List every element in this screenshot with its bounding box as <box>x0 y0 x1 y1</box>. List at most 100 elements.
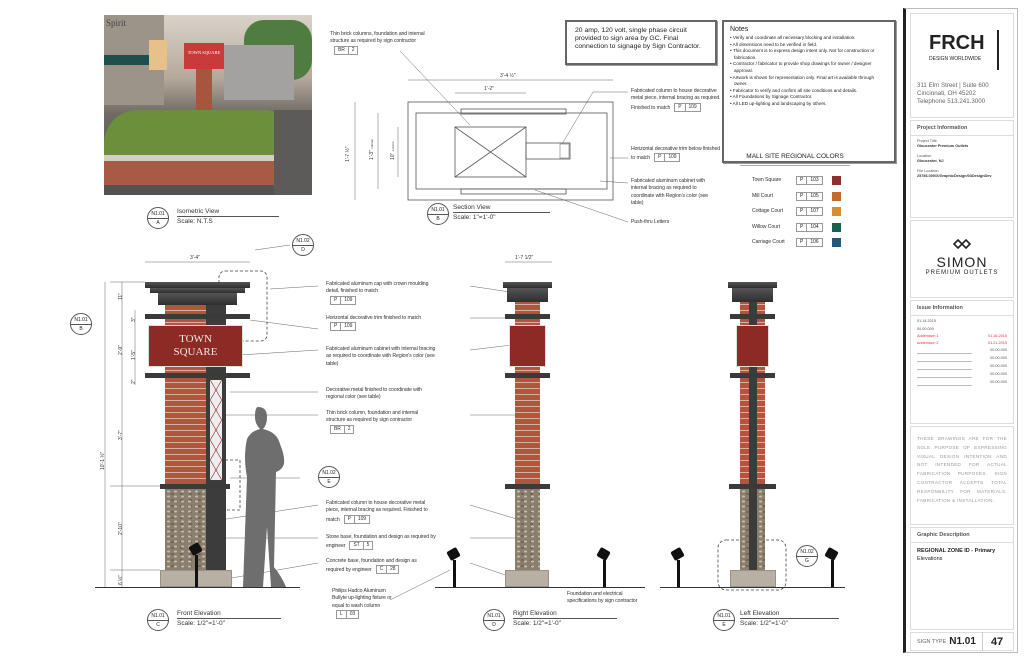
foundation-note: Foundation and electrical specifications… <box>567 591 638 605</box>
dim-sign: 1'-5" <box>131 350 137 360</box>
issue-row: 00.00.000 <box>917 348 1007 354</box>
note-item: • Fabricator to verify and confirm all s… <box>730 87 858 93</box>
color-name: Mill Court <box>752 192 773 199</box>
sign-type-label: SIGN TYPE <box>917 638 947 645</box>
front-callout: Stone base, foundation and design as req… <box>326 534 436 551</box>
note-item: • Contractor / fabricator to provide sho… <box>730 61 872 73</box>
front-title: Front Elevation <box>177 609 281 619</box>
frch-logo-sub: DESIGN WORLDWIDE <box>929 56 982 62</box>
simon-logo-icon <box>952 238 972 250</box>
sign-type: N1.01 <box>949 636 976 647</box>
color-name: Cottage Court <box>752 208 783 214</box>
page-number: 47 <box>990 635 1004 648</box>
dim-stone: 2'-10" <box>118 522 124 535</box>
dim-d4: 2" <box>131 379 137 384</box>
dim-section-width: 3'-4 ½" <box>500 73 516 79</box>
color-swatch <box>832 238 841 247</box>
right-title: Right Elevation <box>513 609 617 619</box>
graphic-title: REGIONAL ZONE ID - Primary <box>917 548 996 554</box>
project-location: Gloucester, NJ <box>917 159 944 163</box>
issue-row: 00.00.000 <box>917 380 1007 386</box>
issue-info-header: Issue Information <box>911 301 1013 316</box>
note-item: • All LED up-lighting and landscaping by… <box>730 100 827 106</box>
dim-section-inner: 1'-2" <box>484 86 494 92</box>
project-info-header: Project Information <box>911 121 1013 136</box>
dim-section-height: 1'-7 ½" <box>345 146 351 162</box>
front-callout: Fabricated aluminum cap with crown mould… <box>326 281 429 305</box>
disclaimer: THESE DRAWINGS ARE FOR THE SOLE PURPOSE … <box>910 426 1014 525</box>
notes-box: Notes • Verify and coordinate all necess… <box>722 20 896 163</box>
section-title: Section View <box>453 203 551 213</box>
project-title: Gloucester Premium Outlets <box>917 144 969 148</box>
front-callout: Concrete base, foundation and design as … <box>326 558 417 575</box>
person-silhouette <box>243 407 286 587</box>
front-callout: Fabricated aluminum cabinet with interna… <box>326 346 436 367</box>
dim-overall: 10'-1 ½" <box>100 451 106 470</box>
section-view-drawing <box>407 101 614 201</box>
dim-sign-total: 2'-9" <box>118 345 124 355</box>
note-item: • All Foundations by Signage Contractor. <box>730 94 813 100</box>
graphic-sub: Elevations <box>917 556 943 562</box>
address-line: Cincinnati, OH 45202 <box>917 90 976 97</box>
section-callout-1: Thin brick columns, foundation and inter… <box>330 31 425 55</box>
dim-brick: 3'-7" <box>118 430 124 440</box>
front-scale: Scale: 1/2"=1'-0" <box>177 620 225 627</box>
address-line: Telephone 513.241.3000 <box>917 98 986 105</box>
color-name: Willow Court <box>752 223 780 230</box>
left-title: Left Elevation <box>740 609 840 619</box>
electrical-note: 20 amp, 120 volt, single phase circuit p… <box>565 20 717 65</box>
isometric-scale: Scale: N.T.S <box>177 218 213 225</box>
color-swatch <box>832 191 841 201</box>
issue-row: 00.00.000 <box>917 364 1007 370</box>
dim-right-width: 1'-7 1/2" <box>515 255 534 261</box>
notes-title: Notes <box>730 26 749 33</box>
colors-title: MALL SITE REGIONAL COLORS <box>740 153 850 166</box>
issue-row: 00.00.000 <box>917 372 1007 378</box>
dim-cap: 11" <box>118 293 124 300</box>
store-sign-text: Spirit <box>106 18 127 28</box>
issue-row: 00.00.000 <box>917 356 1007 362</box>
note-item: • Verify and coordinate all necessary bl… <box>730 35 856 40</box>
note-item: • All dimensions need to be verified in … <box>730 41 818 47</box>
color-name: Town Square <box>752 177 782 183</box>
dim-front-width: 3'-4" <box>190 255 200 261</box>
front-callout: Thin brick column, foundation and intern… <box>326 410 419 434</box>
front-callout: Decorative metal finished to coordinate … <box>326 387 422 401</box>
left-scale: Scale: 1/2"=1'-0" <box>740 620 788 627</box>
section-callout-4: Fabricated aluminum cabinet with interna… <box>631 178 709 207</box>
title-block: FRCH DESIGN WORLDWIDE 311 Elm Street | S… <box>903 8 1018 653</box>
front-callout: Fabricated column to house decorative me… <box>326 500 428 524</box>
isometric-rendering: Spirit TOWN SQUARE <box>104 15 312 195</box>
front-sign-panel: TOWNTOWNSQUARE <box>148 325 243 367</box>
front-callout: Philips Hadco Aluminum Bullyte up-lighti… <box>332 588 392 620</box>
section-callout-5: Push-thru Letters <box>631 219 670 225</box>
simon-logo: SIMON PREMIUM OUTLETS <box>910 220 1014 298</box>
color-swatch <box>832 222 841 232</box>
section-callout-3: Horizontal decorative trim below finishe… <box>631 146 721 163</box>
photo-sign: TOWN SQUARE <box>184 43 224 69</box>
color-swatch <box>832 176 841 185</box>
graphic-desc-header: Graphic Description <box>911 528 1013 543</box>
